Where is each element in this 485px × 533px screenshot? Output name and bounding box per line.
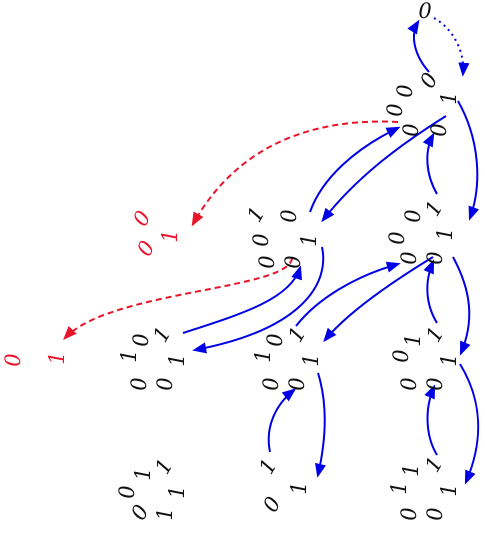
edge-r2right-to-r3mid [323, 256, 434, 343]
node-r4right-digit-c: 1 [420, 453, 447, 477]
node-r2right-digit-e: 0 [397, 251, 421, 264]
edge-r4mid-to-r3mid [267, 388, 297, 453]
node-r3-mid: 1 0 1 1 0 0 [251, 323, 323, 391]
node-r3mid-digit-d: 1 [299, 353, 323, 366]
edge-r1-to-r2mid [321, 115, 447, 223]
node-r1-digit-b: 0 [415, 69, 442, 93]
node-r2-right: 0 0 1 1 0 0 [385, 197, 457, 265]
edge-r1-to-r2right [457, 100, 480, 221]
node-r3left-digit-a: 1 [117, 349, 141, 362]
edge-r4right-to-r3right [424, 384, 438, 456]
node-r4mid-digit-a: 1 [254, 455, 281, 479]
node-r4-right: 1 1 1 1 0 0 [387, 453, 461, 521]
node-r4mid-digit-c: 0 [258, 493, 285, 517]
node-r4-mid: 1 1 0 [254, 455, 311, 517]
node-r3right-digit-a: 0 [389, 349, 413, 362]
node-r4left-digit-e: 0 [126, 501, 153, 525]
node-r4left-digit-f: 1 [153, 507, 177, 520]
node-r3mid-digit-f: 0 [285, 377, 309, 390]
node-r3-left: 1 0 1 1 0 0 [117, 323, 189, 391]
edge-r3right-to-r2right [423, 259, 438, 324]
node-r2red-digit-c: 1 [158, 229, 182, 242]
node-r3left-digit-b: 0 [129, 333, 153, 346]
node-r3right-digit-d: 1 [437, 353, 461, 366]
node-r2red-digit-a: 0 [128, 207, 155, 231]
edge-r2mid-to-red-dashed [63, 257, 293, 341]
node-r1: 0 0 1 0 0 0 [383, 69, 461, 137]
node-r2mid-digit-b: 0 [249, 233, 273, 246]
node-r3right-digit-e: 0 [397, 377, 421, 390]
node-r2mid-digit-c: 0 [277, 209, 301, 222]
node-r2mid-digit-a: 1 [242, 203, 269, 227]
node-r1-digit-c: 1 [437, 91, 461, 104]
node-r3left-digit-f: 0 [153, 377, 177, 390]
node-r4-left: 0 1 1 1 0 1 [115, 455, 189, 525]
edge-top-to-r1-dotted [433, 17, 470, 77]
node-r2right-digit-b: 0 [385, 231, 409, 244]
node-r3right-digit-b: 1 [401, 333, 425, 346]
node-r4right-digit-e: 0 [397, 507, 421, 520]
edge-r2right-to-r1 [422, 132, 438, 195]
node-r1-digit-f: 0 [427, 123, 451, 136]
node-r2mid-digit-d: 1 [297, 233, 321, 246]
node-r4mid-digit-b: 1 [287, 481, 311, 494]
node-r4left-digit-b: 1 [131, 467, 155, 480]
node-r2red-digit-b: 0 [132, 237, 159, 261]
node-r4right-digit-f: 0 [423, 507, 447, 520]
node-r3left-digit-d: 1 [165, 353, 189, 366]
node-r3left-digit-e: 0 [127, 377, 151, 390]
edge-r2mid-to-r1 [309, 126, 401, 213]
node-r2-red: 0 0 1 [128, 207, 182, 261]
edge-r2mid-to-r3left [192, 246, 325, 354]
node-r2mid-digit-e: 0 [255, 255, 279, 268]
node-r3mid-digit-b: 0 [263, 333, 287, 346]
edge-r3mid-to-r2right [295, 261, 401, 327]
node-r4left-digit-d: 1 [165, 485, 189, 498]
node-r2right-digit-d: 1 [433, 227, 457, 240]
node-r3right-digit-c: 1 [421, 323, 448, 347]
node-r1-digit-e: 0 [399, 123, 423, 136]
node-top: 0 [418, 0, 431, 23]
edge-r3right-to-r4right [459, 363, 480, 485]
edge-r3left-to-r2mid [182, 265, 302, 334]
node-r3mid-digit-e: 0 [259, 377, 283, 390]
node-r3mid-digit-a: 1 [251, 349, 275, 362]
node-r4right-digit-a: 1 [387, 481, 411, 494]
node-r4right-digit-d: 1 [437, 483, 461, 496]
node-r2mid-digit-f: 0 [281, 255, 305, 268]
node-top-digit: 0 [418, 0, 431, 23]
node-r3-red: 0 1 [1, 351, 69, 366]
node-r2right-digit-a: 0 [401, 209, 425, 222]
node-r2-mid: 1 0 0 1 0 0 [242, 203, 321, 269]
edge-r3mid-to-r4mid [315, 372, 326, 478]
edge-r1-to-top [407, 19, 430, 73]
node-r1-digit-a: 0 [393, 84, 417, 97]
node-r3red-digit-b: 1 [45, 351, 69, 364]
node-r3-right: 0 1 1 1 0 0 [389, 323, 461, 391]
node-r4right-digit-b: 1 [399, 463, 423, 476]
node-r3red-digit-a: 0 [1, 353, 25, 366]
node-r2right-digit-f: 0 [423, 251, 447, 264]
edge-r2right-to-r3right [452, 256, 471, 356]
node-r4left-digit-a: 0 [115, 485, 139, 498]
node-r1-digit-d: 0 [383, 103, 407, 116]
node-r3right-digit-f: 0 [423, 377, 447, 390]
